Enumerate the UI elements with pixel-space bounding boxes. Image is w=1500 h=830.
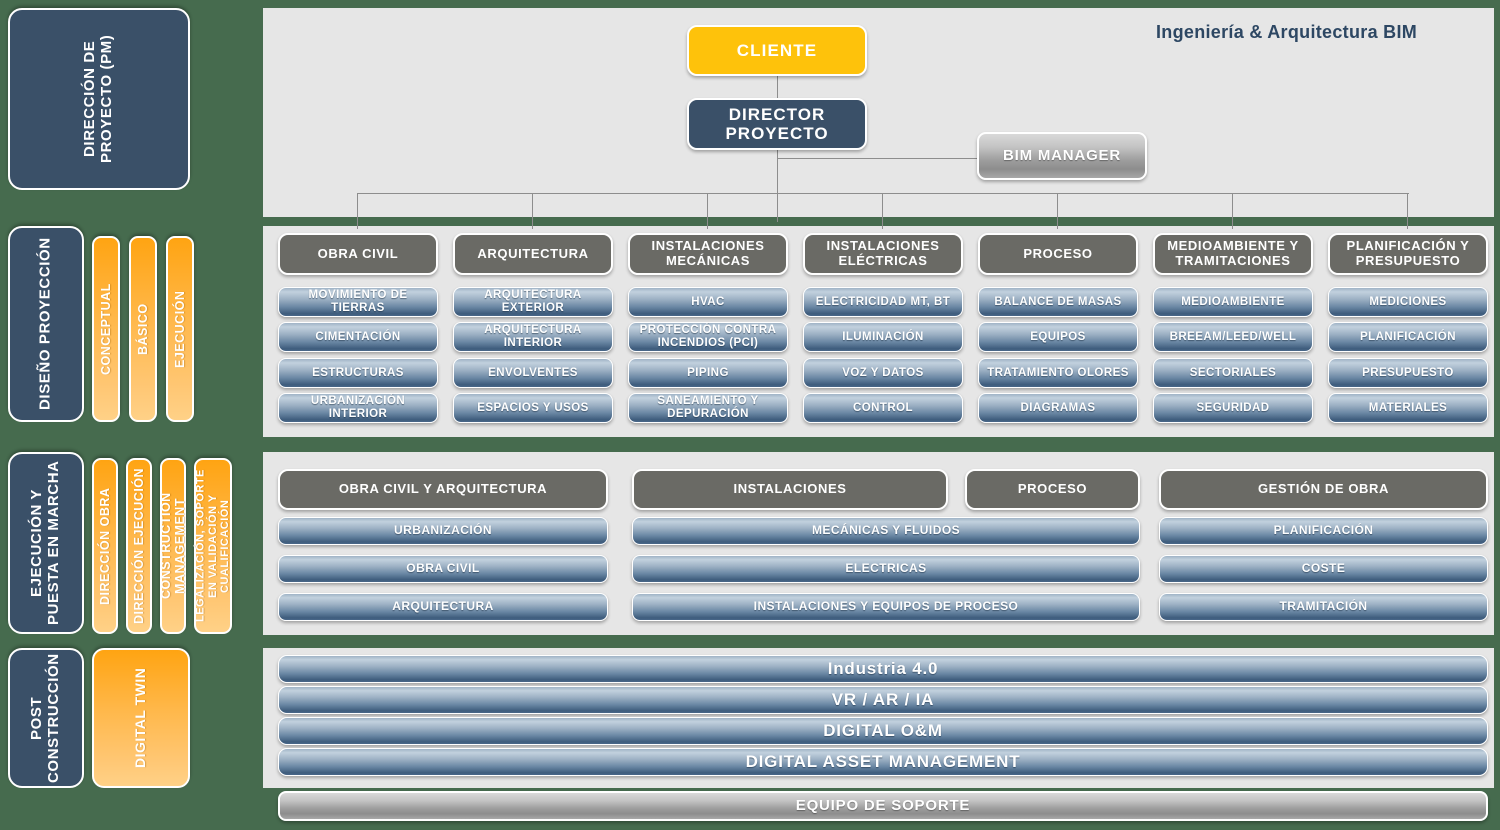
design-strip-ejecucion[interactable]: EJECUCIÓN [166, 236, 194, 422]
design-item-5-2[interactable]: SECTORIALES [1153, 358, 1313, 388]
connector-director-trunk [777, 149, 778, 222]
execution-strip-direccion-ejecucion[interactable]: DIRECCIÓN EJECUCIÓN [126, 458, 152, 634]
connector-drop-7 [1407, 193, 1408, 229]
execution-column-header-2[interactable]: PROCESO [965, 469, 1140, 510]
design-item-6-3[interactable]: MATERIALES [1328, 393, 1488, 423]
design-column-header-2[interactable]: INSTALACIONES MECÁNICAS [628, 233, 788, 275]
design-item-3-2[interactable]: VOZ Y DATOS [803, 358, 963, 388]
post-strip-digital-twin[interactable]: DIGITAL TWIN [92, 648, 190, 788]
design-item-1-2[interactable]: ENVOLVENTES [453, 358, 613, 388]
design-item-4-1[interactable]: EQUIPOS [978, 322, 1138, 352]
design-column-header-6[interactable]: PLANIFICACIÓN Y PRESUPUESTO [1328, 233, 1488, 275]
design-item-4-0[interactable]: BALANCE DE MASAS [978, 287, 1138, 317]
design-item-0-2[interactable]: ESTRUCTURAS [278, 358, 438, 388]
execution-strip-legalizacion[interactable]: LEGALIZACIÓN, SOPORTE EN VALIDACIÓN Y CU… [194, 458, 232, 634]
design-column-header-5[interactable]: MEDIOAMBIENTE Y TRAMITACIONES [1153, 233, 1313, 275]
node-cliente[interactable]: CLIENTE [687, 25, 867, 76]
page-title: Ingeniería & Arquitectura BIM [1156, 22, 1418, 42]
phase-post-construccion[interactable]: POST CONSTRUCCIÓN [8, 648, 84, 788]
panel-top [263, 8, 1494, 217]
design-item-3-3[interactable]: CONTROL [803, 393, 963, 423]
connector-drop-4 [882, 193, 883, 229]
design-item-5-1[interactable]: BREEAM/LEED/WELL [1153, 322, 1313, 352]
design-item-2-0[interactable]: HVAC [628, 287, 788, 317]
design-item-0-3[interactable]: URBANIZACIÓN INTERIOR [278, 393, 438, 423]
post-row-0[interactable]: Industria 4.0 [278, 655, 1488, 683]
phase-direccion-proyecto[interactable]: DIRECCIÓN DE PROYECTO (PM) [8, 8, 190, 190]
design-item-2-2[interactable]: PIPING [628, 358, 788, 388]
execution-column-header-3[interactable]: GESTIÓN DE OBRA [1159, 469, 1488, 510]
design-item-1-1[interactable]: ARQUITECTURA INTERIOR [453, 322, 613, 352]
phase-diseno-proyeccion[interactable]: DISEÑO PROYECCIÓN [8, 226, 84, 422]
post-row-1[interactable]: VR / AR / IA [278, 686, 1488, 714]
design-item-3-1[interactable]: ILUMINACIÓN [803, 322, 963, 352]
execution-strip-construction-management[interactable]: CONSTRUCTION MANAGEMENT [159, 458, 187, 634]
design-column-header-0[interactable]: OBRA CIVIL [278, 233, 438, 275]
execution-item-1-0[interactable]: MECÁNICAS Y FLUIDOS [632, 517, 1140, 545]
connector-drop-1 [357, 193, 358, 229]
connector-bus [357, 193, 1409, 194]
design-item-6-2[interactable]: PRESUPUESTO [1328, 358, 1488, 388]
execution-strip-direccion-obra[interactable]: DIRECCIÓN OBRA [92, 458, 118, 634]
design-item-3-0[interactable]: ELECTRICIDAD MT, BT [803, 287, 963, 317]
post-row-2[interactable]: DIGITAL O&M [278, 717, 1488, 745]
post-row-3[interactable]: DIGITAL ASSET MANAGEMENT [278, 748, 1488, 776]
design-item-5-3[interactable]: SEGURIDAD [1153, 393, 1313, 423]
execution-item-0-1[interactable]: OBRA CIVIL [278, 555, 608, 583]
execution-column-header-1[interactable]: INSTALACIONES [632, 469, 948, 510]
design-strip-conceptual[interactable]: CONCEPTUAL [92, 236, 120, 422]
design-item-6-1[interactable]: PLANIFICACIÓN [1328, 322, 1488, 352]
connector-drop-2 [532, 193, 533, 229]
design-column-header-4[interactable]: PROCESO [978, 233, 1138, 275]
design-item-2-1[interactable]: PROTECCIÓN CONTRA INCENDIOS (PCI) [628, 322, 788, 352]
design-column-header-3[interactable]: INSTALACIONES ELÉCTRICAS [803, 233, 963, 275]
design-item-0-0[interactable]: MOVIMIENTO DE TIERRAS [278, 287, 438, 317]
execution-item-3-0[interactable]: PLANIFICACIÓN [1159, 517, 1488, 545]
design-item-6-0[interactable]: MEDICIONES [1328, 287, 1488, 317]
design-item-1-0[interactable]: ARQUITECTURA EXTERIOR [453, 287, 613, 317]
design-item-4-3[interactable]: DIAGRAMAS [978, 393, 1138, 423]
execution-item-3-1[interactable]: COSTE [1159, 555, 1488, 583]
design-column-header-1[interactable]: ARQUITECTURA [453, 233, 613, 275]
design-item-5-0[interactable]: MEDIOAMBIENTE [1153, 287, 1313, 317]
connector-drop-6 [1232, 193, 1233, 229]
execution-item-1-2[interactable]: INSTALACIONES Y EQUIPOS DE PROCESO [632, 593, 1140, 621]
design-item-4-2[interactable]: TRATAMIENTO OLORES [978, 358, 1138, 388]
execution-item-0-2[interactable]: ARQUITECTURA [278, 593, 608, 621]
node-bim-manager[interactable]: BIM MANAGER [977, 132, 1147, 180]
support-bar[interactable]: EQUIPO DE SOPORTE [278, 791, 1488, 821]
connector-bim-branch [777, 158, 977, 159]
connector-drop-3 [707, 193, 708, 229]
design-item-1-3[interactable]: ESPACIOS Y USOS [453, 393, 613, 423]
execution-item-0-0[interactable]: URBANIZACIÓN [278, 517, 608, 545]
execution-item-3-2[interactable]: TRAMITACIÓN [1159, 593, 1488, 621]
connector-client-director [777, 75, 778, 98]
execution-column-header-0[interactable]: OBRA CIVIL Y ARQUITECTURA [278, 469, 608, 510]
design-item-2-3[interactable]: SANEAMIENTO Y DEPURACIÓN [628, 393, 788, 423]
node-director-proyecto[interactable]: DIRECTOR PROYECTO [687, 98, 867, 150]
design-strip-basico[interactable]: BÁSICO [129, 236, 157, 422]
execution-item-1-1[interactable]: ELECTRICAS [632, 555, 1140, 583]
connector-drop-5 [1057, 193, 1058, 229]
design-item-0-1[interactable]: CIMENTACIÓN [278, 322, 438, 352]
phase-ejecucion-puesta-marcha[interactable]: EJECUCIÓN Y PUESTA EN MARCHA [8, 452, 84, 634]
